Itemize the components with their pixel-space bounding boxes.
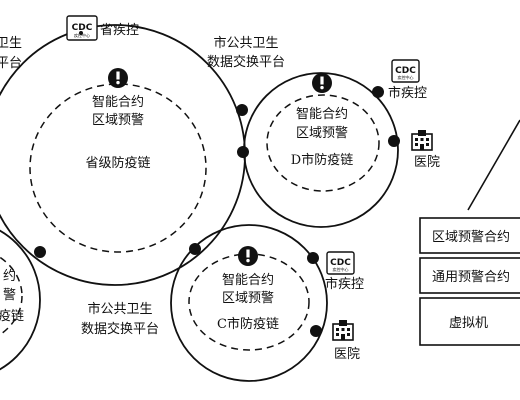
city-d-contract-line1: 智能合约 bbox=[296, 107, 348, 122]
city-d-hospital-icon bbox=[411, 129, 433, 151]
city-c-outer-ring bbox=[170, 224, 328, 382]
left-platform-line1: 卫生 bbox=[0, 36, 22, 51]
left-partial-chain: 约 警 疫链 bbox=[0, 229, 41, 371]
stack-callout-line bbox=[467, 119, 520, 211]
city-d-contract-line2: 区域预警 bbox=[296, 125, 348, 141]
provincial-inner-ring bbox=[29, 83, 207, 253]
city-d-hospital-label: 医院 bbox=[414, 155, 440, 170]
provincial-cdc-badge-text: CDC bbox=[72, 23, 93, 33]
provincial-contract-line1: 智能合约 bbox=[92, 95, 144, 110]
city-c-hospital-icon bbox=[332, 319, 354, 341]
node-provincial-left bbox=[34, 246, 46, 258]
city-c-cdc-badge-text: CDC bbox=[330, 258, 351, 268]
city-d-chain: 智能合约 区域预警 D市防疫链 bbox=[243, 72, 399, 228]
left-platform-partial: 卫生 平台 bbox=[0, 36, 22, 71]
node-city-c-cdc bbox=[307, 252, 319, 264]
city-c-cdc-label: 市疾控 bbox=[325, 276, 364, 292]
provincial-chain-label: 省级防疫链 bbox=[85, 155, 150, 171]
city-c-cdc-badge-sub: 疾控中心 bbox=[333, 266, 349, 272]
left-partial-outer-ring bbox=[0, 229, 41, 371]
city-d-cdc-badge-sub: 疾控中心 bbox=[398, 74, 414, 80]
node-provincial-d-bottom bbox=[237, 146, 249, 158]
left-platform-line2: 平台 bbox=[0, 56, 22, 71]
provincial-cdc: CDC 疾控中心 省疾控 bbox=[66, 15, 139, 41]
city-c-contract-line1: 智能合约 bbox=[222, 273, 274, 288]
top-platform-line1: 市公共卫生 bbox=[213, 35, 278, 51]
city-d-cdc-icon bbox=[391, 59, 420, 83]
stack-layer-2 bbox=[419, 297, 520, 346]
city-c-chain: 智能合约 区域预警 C市防疫链 bbox=[170, 224, 328, 382]
node-city-c-hospital bbox=[310, 325, 322, 337]
city-d-cdc-label: 市疾控 bbox=[388, 85, 427, 101]
city-d-warning-icon bbox=[312, 73, 332, 93]
provincial-cdc-icon bbox=[66, 15, 98, 41]
stack-layer-0-label: 区域预警合约 bbox=[432, 229, 510, 245]
stack-layer-0 bbox=[419, 217, 520, 254]
top-platform-line2: 数据交换平台 bbox=[207, 54, 285, 70]
chain-nodes bbox=[34, 31, 400, 337]
bottom-platform-line2: 数据交换平台 bbox=[81, 321, 159, 337]
city-c-chain-label: C市防疫链 bbox=[217, 316, 279, 332]
provincial-cdc-badge-sub: 疾控中心 bbox=[74, 32, 90, 38]
bottom-platform: 市公共卫生 数据交换平台 bbox=[81, 301, 159, 337]
provincial-warning-icon bbox=[108, 68, 128, 88]
left-partial-line3: 疫链 bbox=[0, 308, 24, 324]
city-c-cdc: CDC 疾控中心 市疾控 bbox=[325, 251, 364, 292]
city-c-cdc-icon bbox=[326, 251, 355, 275]
stack-layer-1-label: 通用预警合约 bbox=[432, 269, 510, 285]
city-c-warning-icon bbox=[238, 246, 258, 266]
left-partial-line2: 警 bbox=[3, 287, 16, 303]
provincial-chain: 智能合约 区域预警 省级防疫链 bbox=[0, 24, 246, 286]
stack-layer-2-label: 虚拟机 bbox=[449, 316, 488, 331]
city-d-inner-ring bbox=[266, 94, 380, 192]
provincial-contract-line2: 区域预警 bbox=[92, 112, 144, 128]
city-d-cdc: CDC 疾控中心 市疾控 bbox=[388, 59, 427, 101]
bottom-platform-line1: 市公共卫生 bbox=[87, 301, 152, 317]
top-platform: 市公共卫生 数据交换平台 bbox=[207, 35, 285, 70]
node-provincial-cdc bbox=[79, 31, 83, 35]
city-d-hospital: 医院 bbox=[411, 129, 440, 170]
node-city-d-cdc bbox=[372, 86, 384, 98]
node-city-d-hospital bbox=[388, 135, 400, 147]
left-partial-line1: 约 bbox=[3, 269, 16, 284]
city-c-hospital-label: 医院 bbox=[334, 347, 360, 362]
city-c-hospital: 医院 bbox=[332, 319, 360, 362]
provincial-cdc-label: 省疾控 bbox=[100, 23, 139, 38]
stack-layer-1 bbox=[419, 257, 520, 294]
contract-stack: 区域预警合约 通用预警合约 虚拟机 bbox=[419, 119, 520, 346]
left-partial-inner-ring bbox=[0, 256, 23, 336]
city-d-chain-label: D市防疫链 bbox=[291, 152, 353, 168]
node-provincial-d-top bbox=[236, 104, 248, 116]
city-c-contract-line2: 区域预警 bbox=[222, 290, 274, 306]
node-provincial-c bbox=[189, 243, 201, 255]
city-d-cdc-badge-text: CDC bbox=[395, 66, 416, 76]
